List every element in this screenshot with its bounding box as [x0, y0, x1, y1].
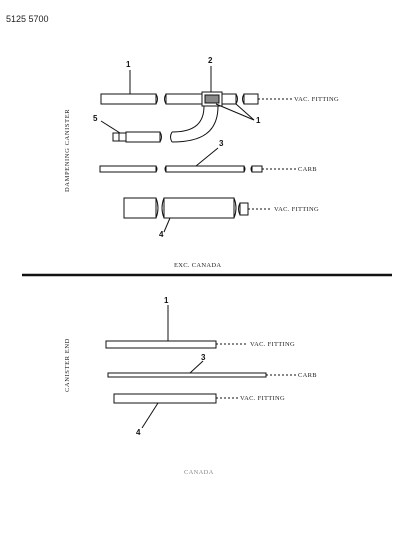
hose-1-right-segment	[221, 93, 259, 105]
connector-2	[201, 91, 223, 107]
callout-4-bottom: 4	[136, 428, 141, 437]
label-vac-fitting-bottom-1: VAC. FITTING	[250, 341, 296, 348]
caption-bottom: CANADA	[184, 469, 214, 476]
label-vac-fitting-top-1: VAC. FITTING	[294, 96, 340, 103]
hose-4-bottom	[113, 393, 217, 404]
hose-3-bottom	[107, 372, 267, 378]
callout-1-bottom: 1	[164, 296, 169, 305]
hose-4-top	[123, 197, 249, 219]
elbow-hose	[112, 105, 219, 143]
label-carb-bottom: CARB	[298, 372, 317, 379]
label-vac-fitting-top-2: VAC. FITTING	[274, 206, 320, 213]
label-vac-fitting-bottom-2: VAC. FITTING	[240, 395, 286, 402]
callout-5-top: 5	[93, 114, 98, 123]
hose-1-top	[100, 93, 203, 105]
label-carb-top: CARB	[298, 166, 317, 173]
document-number: 5125 5700	[6, 14, 49, 24]
callout-1-top: 1	[126, 60, 131, 69]
hose-1-bottom	[105, 340, 217, 349]
callout-3-bottom: 3	[201, 353, 206, 362]
caption-top: EXC. CANADA	[174, 262, 222, 269]
callout-4-top: 4	[159, 230, 164, 239]
callout-3-top: 3	[219, 139, 224, 148]
side-label-bottom: CANISTER END	[64, 338, 71, 392]
hose-3-top	[99, 165, 263, 173]
callout-2-top: 2	[208, 56, 213, 65]
side-label-top: DAMPENING CANISTER	[64, 108, 71, 192]
callout-1b-top: 1	[256, 116, 261, 125]
